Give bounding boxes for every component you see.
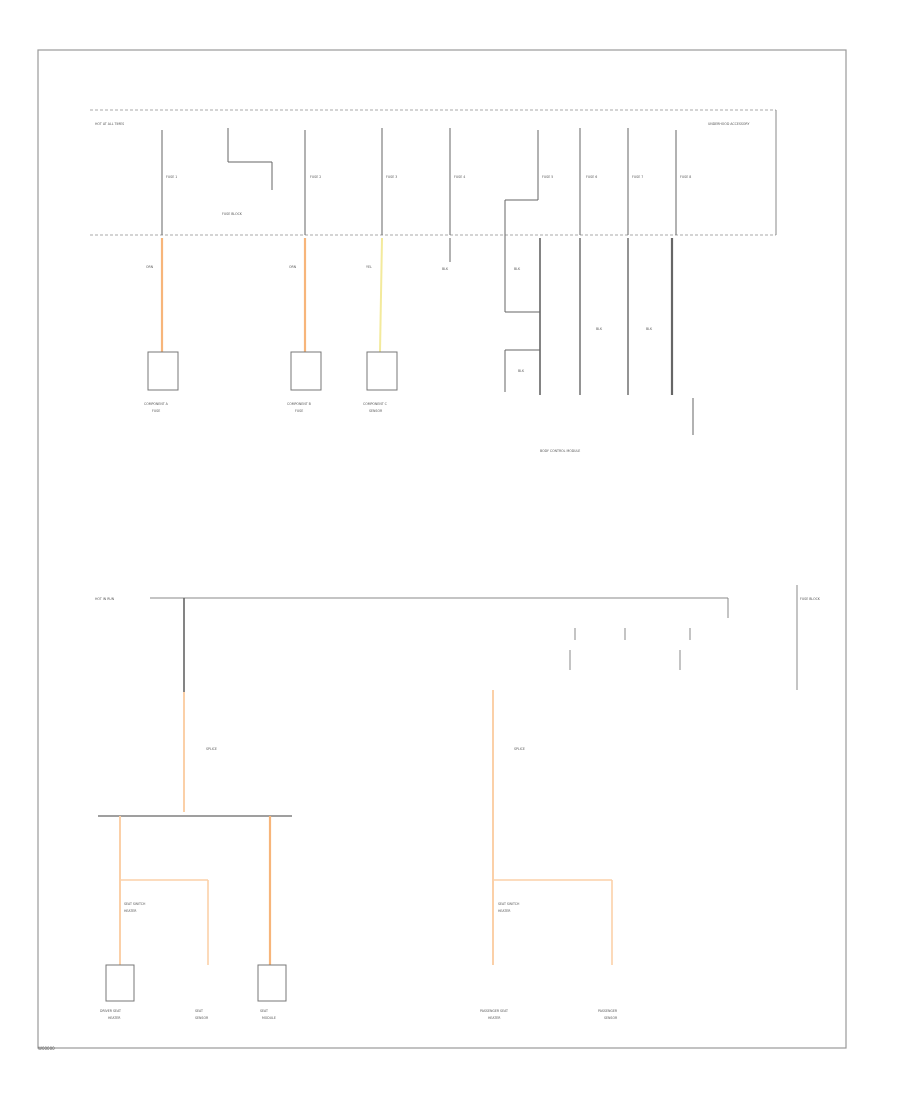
left-switch-title: SEAT SWITCH <box>124 902 146 906</box>
wire-yellow-3 <box>379 237 383 353</box>
right-switch-title: SEAT SWITCH <box>498 902 520 906</box>
component-a-name: COMPONENT A <box>144 402 169 406</box>
left-labels: SPLICE SEAT SWITCH HEATER <box>124 747 217 913</box>
right-feed <box>492 690 613 965</box>
component-a-sub: FUSE <box>152 409 160 413</box>
component-box-c <box>366 351 398 391</box>
fuse-label-5: FUSE 5 <box>542 175 553 179</box>
right-splice-label: SPLICE <box>514 747 525 751</box>
wire-label-8: BLK <box>518 369 525 373</box>
wire-label-3: YEL <box>366 265 372 269</box>
left-switch-sub: HEATER <box>124 909 137 913</box>
bottom-fuse-block <box>150 585 798 690</box>
left-splice-label: SPLICE <box>206 747 217 751</box>
top-underhood-label: UNDERHOOD ACCESSORY <box>708 122 749 126</box>
right-labels: SPLICE SEAT SWITCH HEATER <box>498 747 525 913</box>
top-fuse-labels: FUSE 1 FUSE 2 FUSE 3 FUSE 4 FUSE 5 FUSE … <box>166 175 691 179</box>
component-c-sub: SENSOR <box>369 409 383 413</box>
right-switch-sub: HEATER <box>498 909 511 913</box>
wire-label-1: ORN <box>146 265 154 269</box>
bottom-component-labels: DRIVER SEAT HEATER SEAT SENSOR SEAT MODU… <box>100 1009 618 1020</box>
component-box-b <box>290 351 322 391</box>
component-b-sub: FUSE <box>295 409 303 413</box>
top-wires <box>160 237 694 435</box>
top-hot-label: HOT AT ALL TIMES <box>95 122 124 126</box>
footer-id: W00000 <box>38 1046 55 1051</box>
bottom-comp-3-sub: MODULE <box>262 1016 276 1020</box>
bottom-comp-1-name: DRIVER SEAT <box>100 1009 121 1013</box>
component-box-a <box>147 351 179 391</box>
top-fuse-block-label: FUSE BLOCK <box>222 212 243 216</box>
component-b-name: COMPONENT B <box>287 402 311 406</box>
bottom-comp-1-sub: HEATER <box>108 1016 121 1020</box>
wire-label-2: ORN <box>289 265 297 269</box>
bottom-hot-label: HOT IN RUN <box>95 597 115 601</box>
bottom-box-1 <box>105 964 135 1002</box>
diagram-frame <box>37 49 847 1049</box>
bottom-box-3 <box>257 964 287 1002</box>
top-wire-labels: ORN ORN YEL BLK BLK BLK BLK BLK <box>146 265 653 373</box>
top-components <box>147 351 398 391</box>
top-component-labels: COMPONENT A FUSE COMPONENT B FUSE COMPON… <box>144 402 580 453</box>
module-label: BODY CONTROL MODULE <box>540 449 580 453</box>
component-c-name: COMPONENT C <box>363 402 388 406</box>
bottom-comp-2-sub: SENSOR <box>195 1016 209 1020</box>
fuse-label-1: FUSE 1 <box>166 175 177 179</box>
bottom-comp-3-name: SEAT <box>260 1009 268 1013</box>
wire-label-4: BLK <box>442 267 449 271</box>
bottom-comp-5-name: PASSENGER <box>598 1009 618 1013</box>
left-feed <box>98 598 292 965</box>
fuse-label-3: FUSE 3 <box>386 175 397 179</box>
bottom-fuse-labels: HOT IN RUN FUSE BLOCK <box>95 597 821 601</box>
fuse-label-4: FUSE 4 <box>454 175 465 179</box>
top-fuse-block: HOT AT ALL TIMES FUSE BLOCK UNDERHOOD AC… <box>90 109 777 236</box>
bottom-fuse-block-label: FUSE BLOCK <box>800 597 821 601</box>
bottom-comp-2-name: SEAT <box>195 1009 203 1013</box>
top-fuse-internals <box>161 128 677 313</box>
fuse-label-2: FUSE 2 <box>310 175 321 179</box>
bottom-comp-5-sub: SENSOR <box>604 1016 618 1020</box>
wire-label-6: BLK <box>596 327 603 331</box>
fuse-label-8: FUSE 8 <box>680 175 691 179</box>
bottom-components <box>105 964 287 1002</box>
wire-label-5: BLK <box>514 267 521 271</box>
bottom-comp-4-name: PASSENGER SEAT <box>480 1009 508 1013</box>
fuse-label-7: FUSE 7 <box>632 175 643 179</box>
fuse-label-6: FUSE 6 <box>586 175 597 179</box>
bottom-comp-4-sub: HEATER <box>488 1016 501 1020</box>
wire-label-7: BLK <box>646 327 653 331</box>
